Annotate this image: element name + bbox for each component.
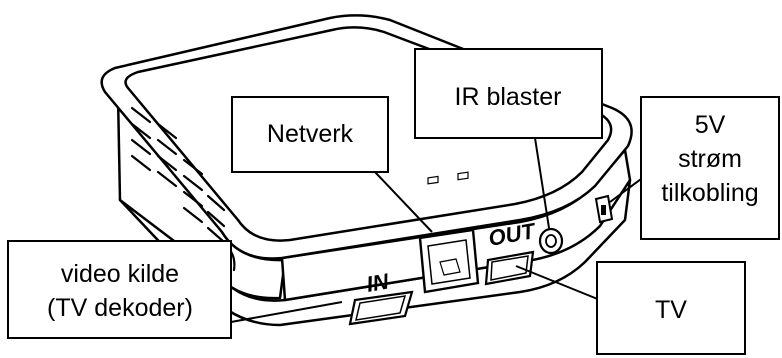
callout-tv-text: TV [655,296,687,324]
device-front-face [280,148,632,302]
callout-power-line3: tilkobling [661,179,758,207]
callout-tv: TV [596,261,746,355]
dc-power-jack [594,194,614,224]
callout-power: 5V strøm tilkobling [640,96,780,240]
callout-video-source-line1: video kilde [61,260,179,288]
callout-network: Netverk [231,96,389,173]
leader-tv [515,265,601,301]
callout-power-line2: strøm [678,145,742,173]
callout-power-line1: 5V [695,111,726,139]
leader-video-source [230,301,343,323]
callout-video-source-line2: (TV dekoder) [47,294,193,322]
callout-network-text: Netverk [267,120,354,148]
leader-ir-blaster [534,137,550,229]
callout-ir-blaster-text: IR blaster [455,83,562,111]
callout-ir-blaster: IR blaster [414,48,603,139]
ethernet-port [418,171,480,294]
callout-video-source: video kilde (TV dekoder) [7,240,232,339]
ir-jack [538,227,564,255]
